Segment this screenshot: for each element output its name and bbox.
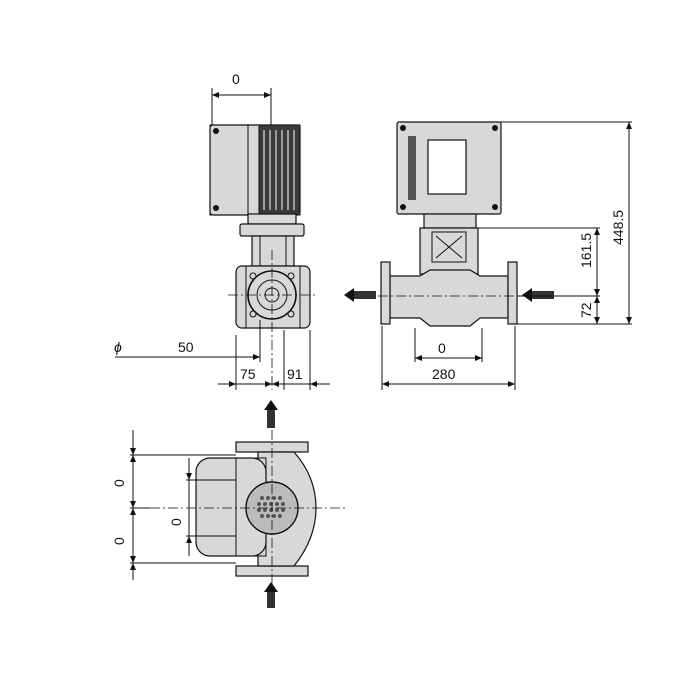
top-upper-dim-label: 0 — [111, 479, 127, 487]
outlet-flow-arrow — [344, 288, 376, 302]
motor-height-label: 161.5 — [578, 233, 594, 268]
top-outlet-arrow — [264, 582, 278, 608]
top-lower-dim-label: 0 — [111, 537, 127, 545]
top-center-dim-label: 0 — [168, 518, 184, 526]
total-height-label: 448.5 — [610, 210, 626, 245]
front-center-label: 0 — [438, 340, 446, 356]
side-coupling-plate — [239, 223, 305, 237]
left-offset-label: 75 — [240, 366, 256, 382]
axis-height-label: 72 — [578, 302, 594, 318]
side-motor-fins — [258, 124, 301, 216]
phi-symbol: ϕ — [114, 339, 122, 355]
side-view: 0 — [114, 71, 330, 390]
front-left-flange — [380, 261, 391, 325]
inlet-flow-arrow — [522, 288, 554, 302]
grundfos-logo — [408, 136, 416, 200]
top-view: 0 0 0 — [111, 400, 345, 608]
right-offset-label: 91 — [287, 366, 303, 382]
side-top-dim-label: 0 — [232, 71, 240, 87]
front-view: 448.5 161.5 72 0 280 — [344, 121, 632, 390]
front-length-label: 280 — [432, 366, 456, 382]
flange-diameter-label: 50 — [178, 339, 194, 355]
front-right-flange — [507, 261, 518, 325]
top-inlet-arrow — [264, 400, 278, 428]
front-pump-body — [389, 269, 509, 327]
front-display — [427, 139, 467, 195]
